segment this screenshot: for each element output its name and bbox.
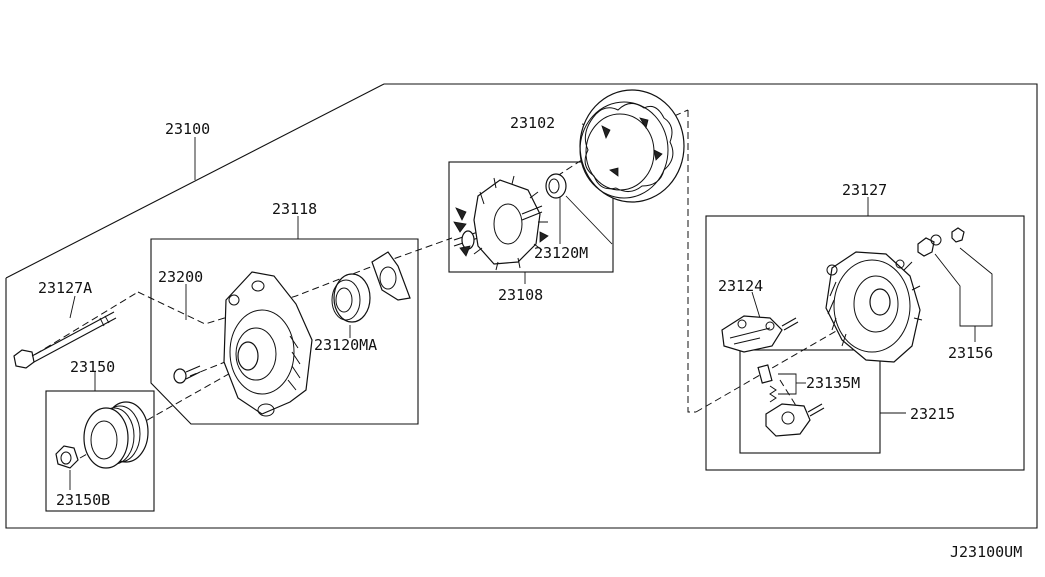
rotor-23108 [453, 175, 549, 271]
stator-23102 [579, 89, 685, 203]
bearing-23120m [545, 173, 567, 199]
through-bolt-23127a [13, 311, 117, 369]
label-23100: 23100 [165, 120, 210, 138]
label-23127: 23127 [842, 181, 887, 199]
label-23108: 23108 [498, 286, 543, 304]
frame-23127 [705, 215, 1025, 471]
brush-holder-23215 [765, 403, 825, 437]
frame-23108 [448, 161, 614, 273]
bearing-retainer-plate [371, 251, 411, 301]
label-23120ma: 23120MA [314, 336, 377, 354]
label-23156: 23156 [948, 344, 993, 362]
label-23150b: 23150B [56, 491, 110, 509]
frame-23150 [45, 390, 155, 512]
pulley-nut-23150b [55, 445, 79, 469]
label-23102: 23102 [510, 114, 555, 132]
screw-23200 [173, 365, 201, 384]
label-23135m: 23135M [806, 374, 860, 392]
pulley-23150 [83, 401, 149, 469]
label-23118: 23118 [272, 200, 317, 218]
part-number-labels: 23100 23102 23118 23127 23127A 23200 231… [38, 114, 1022, 561]
leader-lines [69, 123, 993, 490]
diagram-code: J23100UM [950, 543, 1022, 561]
assembly-axis-lines [25, 109, 839, 459]
label-23127a: 23127A [38, 279, 92, 297]
frame-23118 [150, 238, 419, 425]
label-23120m: 23120M [534, 244, 588, 262]
label-23124: 23124 [718, 277, 763, 295]
rear-bracket-23127 [825, 251, 923, 363]
brushes-23135m [757, 364, 777, 403]
assembly-outline-23100 [5, 83, 1038, 529]
regulator-23124 [721, 315, 799, 353]
front-bracket-23118 [223, 271, 313, 417]
frame-23215 [739, 349, 881, 454]
label-23200: 23200 [158, 268, 203, 286]
label-23150: 23150 [70, 358, 115, 376]
bearing-23120ma [331, 273, 371, 323]
label-23215: 23215 [910, 405, 955, 423]
nuts-23156 [917, 227, 965, 257]
